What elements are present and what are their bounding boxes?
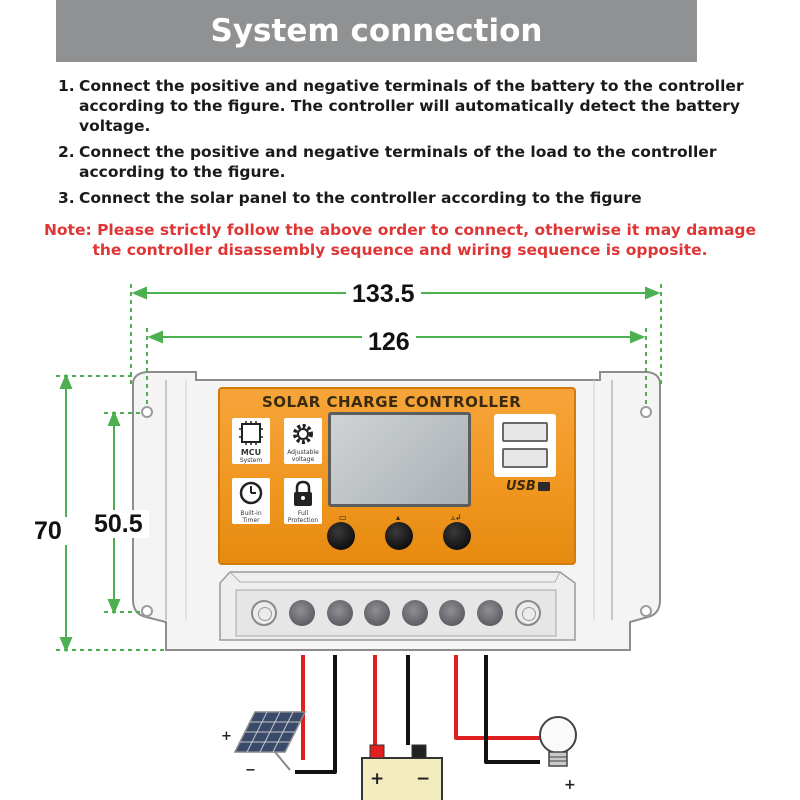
lcd-screen — [328, 412, 471, 507]
dimension-outer-width: 133.5 — [346, 280, 421, 308]
step-text: Connect the positive and negative termin… — [79, 143, 717, 181]
solar-panel-icon — [233, 711, 307, 771]
feature-tile: MCU System — [232, 418, 270, 464]
solar-minus-sign: − — [245, 763, 256, 778]
terminal-solar-negative[interactable] — [327, 600, 353, 626]
step-number: 3. — [58, 189, 75, 207]
menu-icon: ▭ — [339, 513, 347, 522]
chip-icon — [239, 421, 263, 445]
dimension-inner-width: 126 — [362, 328, 416, 356]
lock-icon — [294, 480, 312, 506]
dimension-outer-height: 70 — [28, 517, 68, 545]
mounting-hole — [141, 406, 153, 418]
light-bulb-icon — [539, 716, 577, 767]
usb-port[interactable] — [502, 422, 548, 442]
mounting-hole — [640, 605, 652, 617]
usb-port-panel — [494, 414, 556, 477]
terminal-load-positive[interactable] — [439, 600, 465, 626]
down-enter-icon: ▵↲ — [451, 513, 462, 522]
feature-sublabel: Protection — [287, 517, 319, 524]
step-number: 1. — [58, 77, 75, 95]
step-text: Connect the positive and negative termin… — [79, 77, 744, 135]
feature-label: MCU — [240, 448, 262, 457]
housing-screw — [515, 600, 541, 626]
clock-icon — [239, 481, 263, 505]
feature-sublabel: Timer — [242, 517, 260, 524]
up-button[interactable] — [385, 522, 413, 550]
solar-plus-sign: + — [221, 729, 232, 744]
page-title: System connection — [56, 0, 697, 62]
load-plus-sign: + — [564, 777, 576, 793]
battery-icon — [361, 744, 443, 800]
housing-screw — [251, 600, 277, 626]
up-arrow-icon: ▴ — [396, 513, 401, 522]
feature-tile: Adjustable voltage — [284, 418, 322, 464]
battery-minus-sign: − — [416, 769, 431, 789]
feature-label: Built-in — [240, 510, 262, 517]
terminal-battery-positive[interactable] — [364, 600, 390, 626]
feature-sublabel: System — [239, 457, 263, 464]
step-number: 2. — [58, 143, 75, 161]
list-item: 2. Connect the positive and negative ter… — [58, 142, 748, 182]
list-item: 1. Connect the positive and negative ter… — [58, 76, 748, 136]
feature-label: Adjustable — [287, 449, 319, 456]
terminal-battery-negative[interactable] — [402, 600, 428, 626]
feature-label: Full — [297, 510, 309, 517]
menu-button[interactable] — [327, 522, 355, 550]
list-item: 3. Connect the solar panel to the contro… — [58, 188, 748, 208]
wires — [295, 655, 540, 774]
terminal-load-negative[interactable] — [477, 600, 503, 626]
mounting-hole — [640, 406, 652, 418]
down-button[interactable] — [443, 522, 471, 550]
step-text: Connect the solar panel to the controlle… — [79, 189, 642, 207]
feature-tile: Built-in Timer — [232, 478, 270, 524]
battery-plus-sign: + — [370, 769, 385, 789]
mounting-hole — [141, 605, 153, 617]
usb-label: USB — [506, 479, 536, 494]
gear-icon — [293, 424, 313, 444]
feature-tile: Full Protection — [284, 478, 322, 524]
instruction-list: 1. Connect the positive and negative ter… — [58, 76, 748, 214]
dimension-inner-height: 50.5 — [88, 510, 149, 538]
terminal-solar-positive[interactable] — [289, 600, 315, 626]
feature-sublabel: voltage — [291, 456, 315, 463]
controller-title: SOLAR CHARGE CONTROLLER — [262, 393, 522, 411]
battery-level-icon — [538, 482, 550, 491]
usb-port[interactable] — [502, 448, 548, 468]
warning-note: Note: Please strictly follow the above o… — [43, 221, 757, 259]
